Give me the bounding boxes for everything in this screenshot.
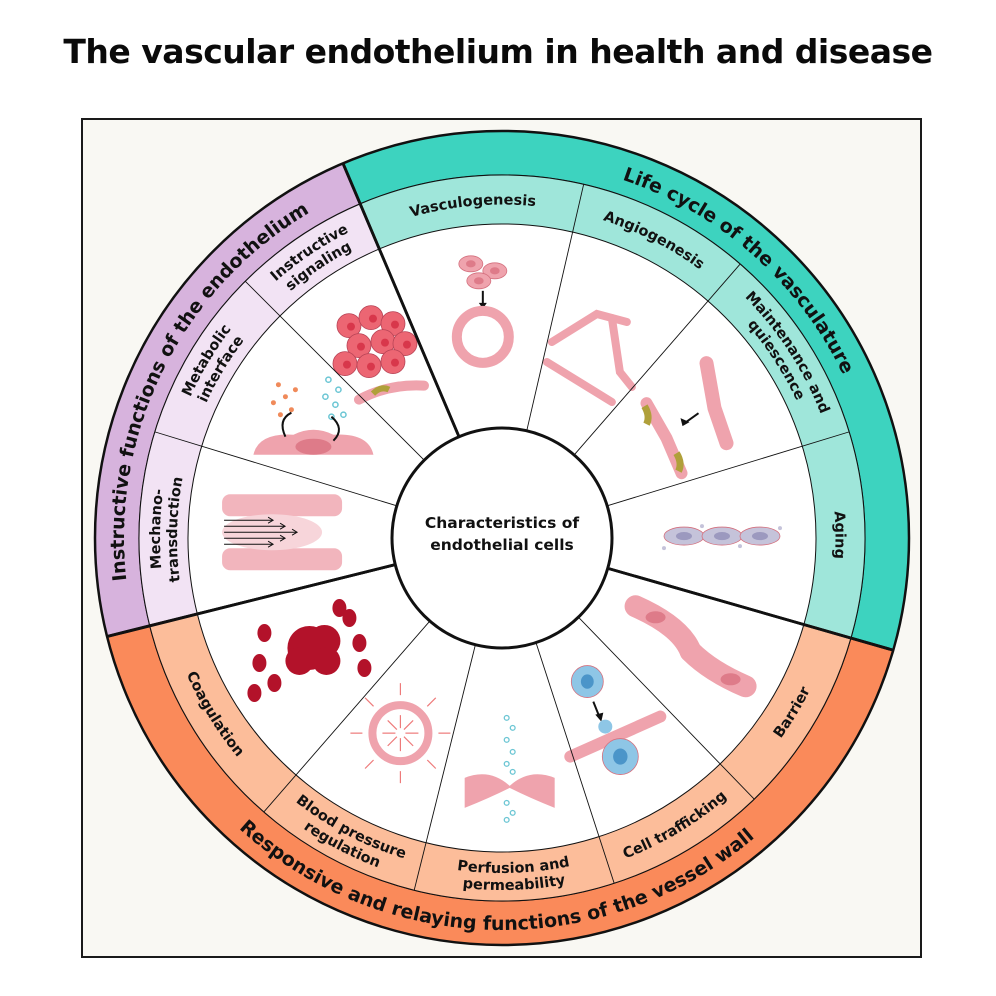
segment-divider bbox=[526, 184, 585, 431]
paracrine-signaling-icon bbox=[332, 305, 429, 405]
segment-divider bbox=[573, 263, 741, 456]
group-divider bbox=[341, 162, 461, 438]
shear-flow-icon bbox=[222, 494, 343, 571]
segment-label: Mechano- bbox=[148, 488, 167, 570]
senescent-cells-icon bbox=[661, 524, 782, 551]
pericyte-coverage-icon bbox=[640, 356, 734, 480]
segment-label: transduction bbox=[165, 476, 187, 583]
segment-label: Aging bbox=[830, 511, 847, 560]
pressure-vessel-icon bbox=[350, 683, 451, 784]
center-label-line-2: endothelial cells bbox=[430, 536, 574, 554]
segment-divider bbox=[263, 620, 431, 813]
segment-aging: Aging bbox=[830, 511, 847, 560]
center-circle bbox=[390, 426, 614, 650]
metabolite-exchange-icon bbox=[253, 376, 374, 455]
segment-mechanotransduction: Mechano-transduction bbox=[148, 476, 187, 583]
outer-rim bbox=[93, 129, 911, 947]
figure-title: The vascular endothelium in health and d… bbox=[63, 32, 933, 71]
center-label-line-1: Characteristics of bbox=[424, 514, 580, 532]
leukocyte-transmigration-icon bbox=[564, 665, 667, 775]
segment-divider bbox=[413, 644, 476, 891]
blood-clot-icon bbox=[247, 598, 372, 702]
group-divider bbox=[106, 563, 396, 638]
group-divider bbox=[607, 566, 894, 652]
segment-divider bbox=[245, 281, 425, 461]
sprouting-vessel-icon bbox=[542, 309, 636, 406]
cell-junction-icon bbox=[624, 595, 757, 698]
leaky-junction-icon bbox=[464, 714, 555, 823]
segment-divider bbox=[578, 616, 755, 800]
segment-divider bbox=[535, 642, 615, 884]
segment-divider bbox=[607, 431, 850, 507]
vessel-formation-icon bbox=[451, 255, 514, 368]
segment-divider bbox=[154, 431, 397, 507]
center-label: Characteristics of endothelial cells bbox=[402, 512, 602, 556]
